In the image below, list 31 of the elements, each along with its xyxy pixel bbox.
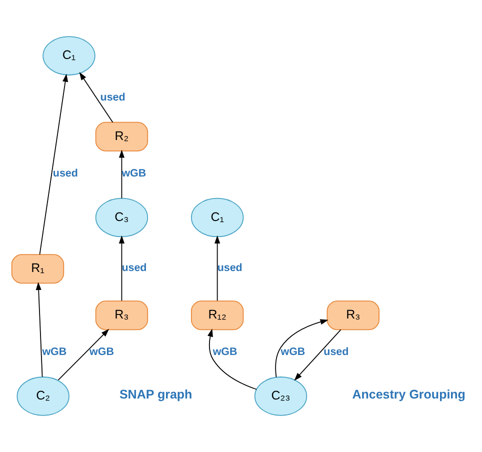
edge-label: wGB — [212, 346, 238, 358]
edge-label: used — [122, 262, 147, 274]
edge-label: wGB — [280, 346, 306, 358]
node-box: R₁₂ — [190, 300, 244, 330]
edge-label: used — [52, 168, 78, 180]
arrow — [294, 329, 342, 381]
node-box: R₁ — [11, 254, 64, 284]
label: Ancestry Grouping — [352, 388, 466, 402]
arrow — [208, 328, 257, 390]
arrow — [79, 72, 114, 123]
arrow — [118, 150, 125, 199]
node-ellipse: C₃ — [95, 198, 148, 238]
node-box: R₃ — [95, 300, 148, 330]
label: SNAP graph — [119, 388, 192, 402]
node-box: R₃ — [326, 300, 380, 330]
edge-label: wGB — [90, 346, 114, 358]
node-ellipse: C₂ — [16, 376, 70, 416]
node-ellipse: C₁ — [190, 198, 244, 238]
node-box: R₂ — [95, 122, 148, 152]
edge-label: wGB — [42, 346, 67, 358]
arrow — [118, 235, 125, 302]
node-ellipse: C₁ — [42, 36, 96, 76]
arrow — [39, 74, 68, 255]
arrow — [58, 328, 110, 381]
edge-label: used — [217, 262, 242, 274]
node-ellipse: C₂₃ — [254, 376, 308, 416]
edge-label: used — [100, 92, 126, 104]
edge-label: used — [324, 346, 349, 358]
arrow — [275, 319, 328, 378]
arrow — [36, 282, 43, 378]
arrow — [214, 235, 220, 302]
